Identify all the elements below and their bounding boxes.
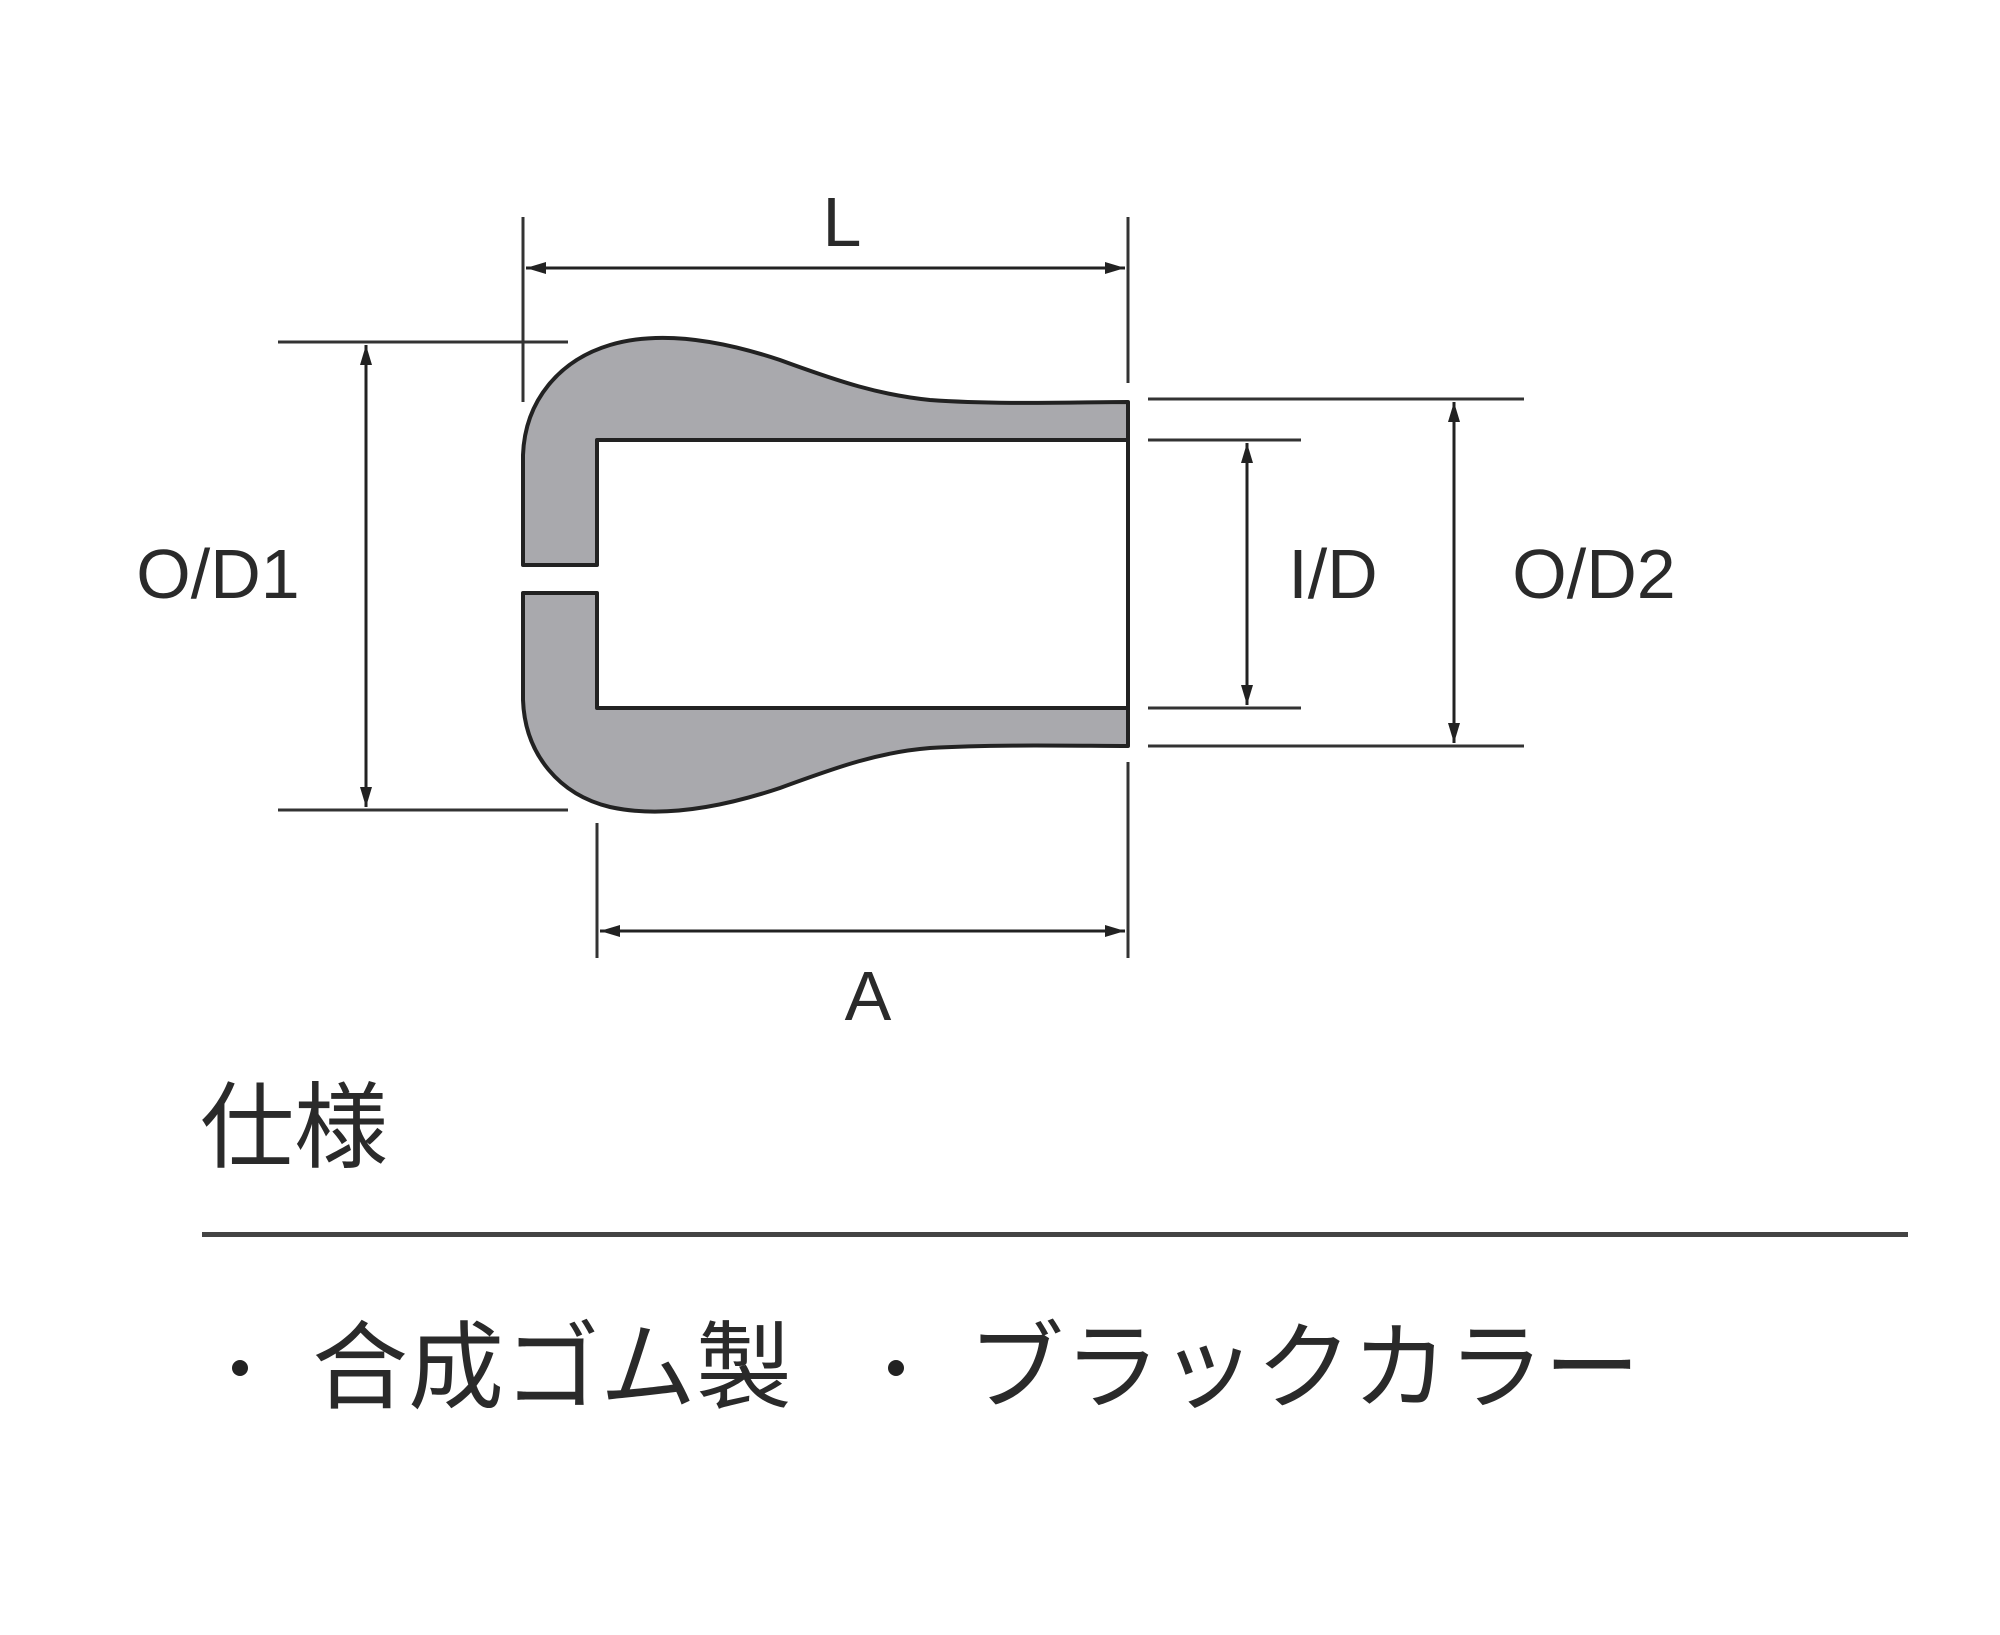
spec-item-color: ブラックカラー <box>888 1320 1640 1416</box>
label-length-L: L <box>822 183 862 261</box>
spec-item-material: 合成ゴム製 <box>232 1320 792 1416</box>
spec-text: 合成ゴム製 <box>312 1312 792 1424</box>
bullet-icon <box>888 1360 904 1376</box>
label-inner-diameter: I/D <box>1288 535 1378 613</box>
dimension-arrows <box>360 262 1460 937</box>
label-outer-diameter-1: O/D1 <box>136 535 300 613</box>
spec-text: ブラックカラー <box>968 1312 1640 1424</box>
label-depth-A: A <box>844 957 892 1035</box>
cap-upper-wall <box>521 335 1130 567</box>
specs-title: 仕様 <box>200 1074 389 1183</box>
bullet-icon <box>232 1360 248 1376</box>
specs-list: 合成ゴム製 ブラックカラー <box>232 1320 1640 1416</box>
extension-lines <box>278 217 1524 958</box>
section-divider <box>202 1232 1908 1237</box>
label-outer-diameter-2: O/D2 <box>1512 535 1676 613</box>
cap-cross-section <box>521 335 1130 814</box>
cap-lower-wall <box>521 591 1130 814</box>
